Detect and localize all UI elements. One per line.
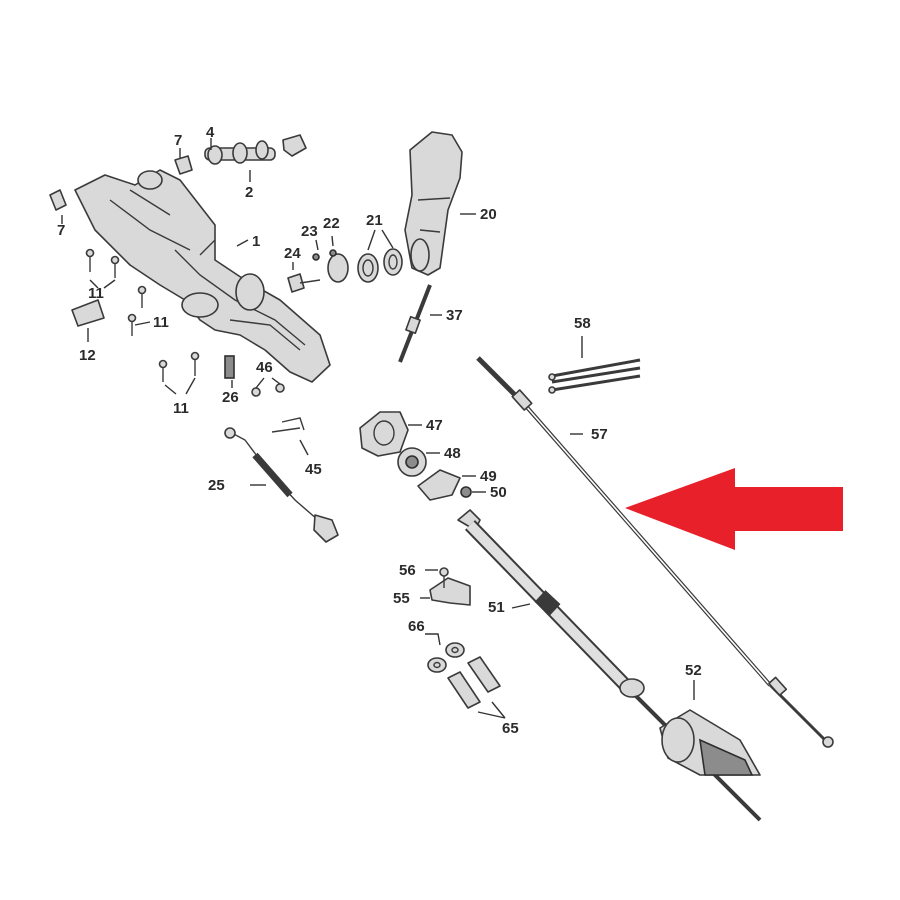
callout-7-left: 7 (57, 222, 65, 239)
part-20-twist-grip (404, 131, 463, 276)
callout-65: 65 (502, 720, 519, 737)
leader-lines (61, 138, 695, 719)
part-58-cable-ties (548, 358, 641, 394)
callout-46: 46 (256, 359, 273, 376)
part-2-shaft-assembly (204, 134, 307, 165)
callout-25: 25 (208, 477, 225, 494)
callout-48: 48 (444, 445, 461, 462)
callout-7-top: 7 (174, 132, 182, 149)
red-arrow-icon (625, 468, 843, 550)
callout-24: 24 (284, 245, 301, 262)
callout-22: 22 (323, 215, 340, 232)
part-57-throttle-cable (476, 356, 834, 748)
callout-66: 66 (408, 618, 425, 635)
callout-49: 49 (480, 468, 497, 485)
part-7-cap-left (49, 189, 67, 211)
callout-51: 51 (488, 599, 505, 616)
part-24-nut (287, 273, 305, 293)
callout-23: 23 (301, 223, 318, 240)
callout-11-lower: 11 (173, 400, 189, 417)
callout-labels: 1 2 4 7 7 11 11 11 12 20 21 22 23 24 25 … (57, 124, 702, 737)
callout-56: 56 (399, 562, 416, 579)
part-22-bushing (327, 253, 349, 283)
part-49-plate (417, 469, 461, 501)
callout-11-upper: 11 (88, 285, 104, 302)
callout-50: 50 (490, 484, 507, 501)
callout-20: 20 (480, 206, 497, 223)
callout-2: 2 (245, 184, 253, 201)
part-25-spring-cable (224, 427, 339, 543)
part-26-spring (224, 355, 235, 379)
callout-37: 37 (446, 307, 463, 324)
part-23-pin (312, 253, 320, 261)
callout-11-middle: 11 (153, 314, 169, 331)
part-55-bracket (429, 567, 471, 606)
callout-57: 57 (591, 426, 608, 443)
part-46-screw-a (251, 387, 261, 397)
part-46-screw-b (275, 383, 285, 393)
callout-21: 21 (366, 212, 383, 229)
part-52-motor-end (659, 709, 761, 776)
part-37-shift-rod (398, 284, 432, 363)
part-50-nut (460, 486, 472, 498)
callout-12: 12 (79, 347, 96, 364)
part-7-cap-top (174, 155, 193, 175)
callout-1: 1 (252, 233, 260, 250)
part-47-friction-housing (359, 411, 409, 457)
part-22-pin (329, 249, 337, 257)
part-1-tiller-bracket (74, 169, 331, 383)
callout-4: 4 (206, 124, 215, 141)
callout-26: 26 (222, 389, 239, 406)
callout-45: 45 (305, 461, 322, 478)
callout-47: 47 (426, 417, 443, 434)
part-66-washers (427, 642, 465, 673)
callout-55: 55 (393, 590, 410, 607)
part-45-clip (271, 417, 305, 433)
part-12-decal (71, 299, 105, 327)
part-48-gear (397, 447, 427, 477)
part-11-bolts (85, 248, 200, 382)
part-21-rings (357, 248, 403, 283)
callout-52: 52 (685, 662, 702, 679)
part-65-bolts (447, 656, 501, 709)
callout-58: 58 (574, 315, 591, 332)
